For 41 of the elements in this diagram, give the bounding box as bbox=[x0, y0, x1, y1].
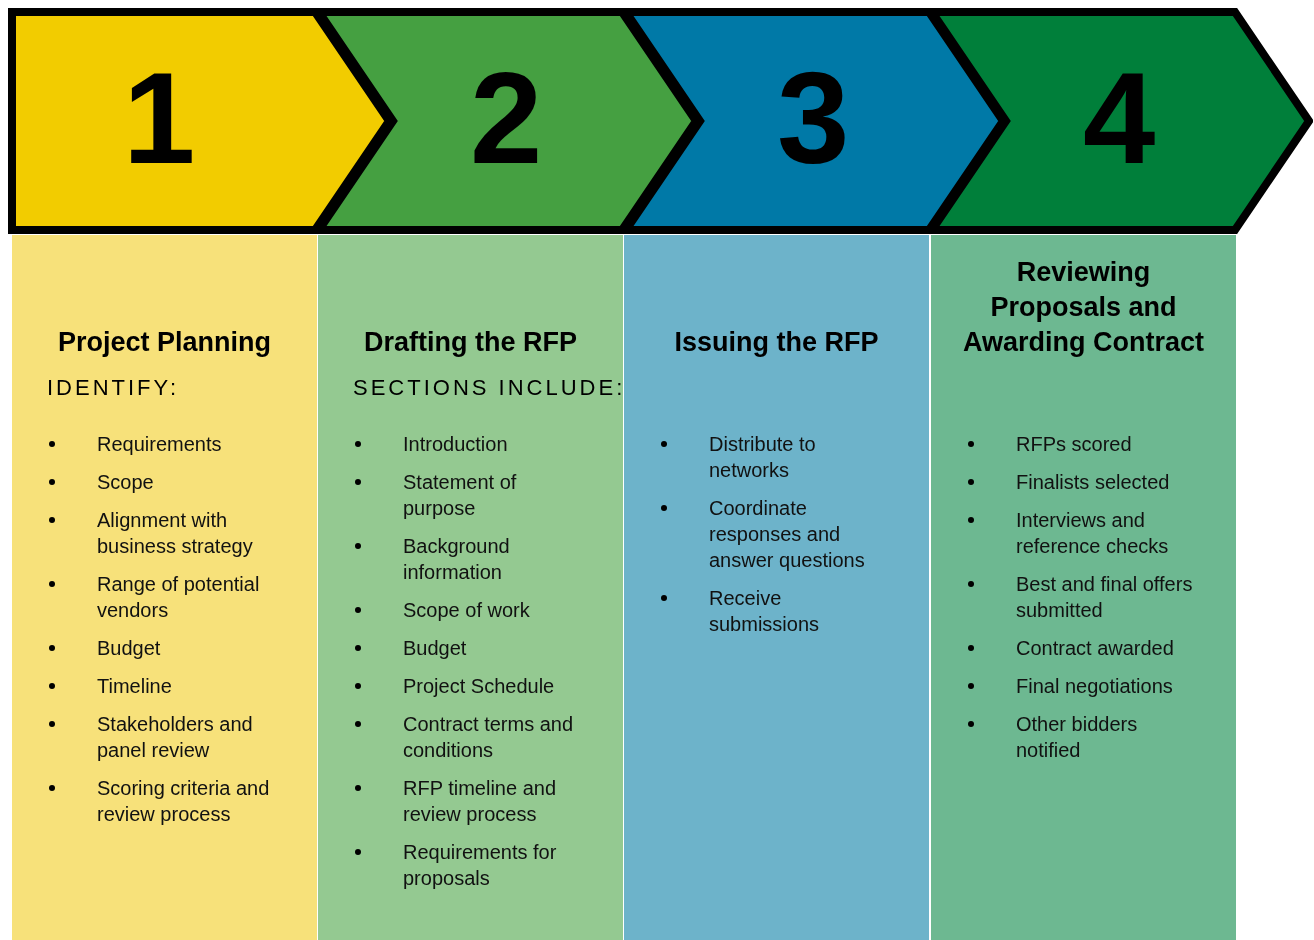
list-item-text: Scope of work bbox=[403, 598, 531, 623]
list-item-text: Timeline bbox=[97, 674, 173, 699]
list-item-text: RFPs scored bbox=[1016, 432, 1133, 457]
list-item-text: Range of potential vendors bbox=[97, 572, 261, 623]
list-item-text: Requirements for proposals bbox=[403, 840, 558, 891]
list-item-text: Contract awarded bbox=[1016, 636, 1175, 661]
step-number: 1 bbox=[123, 48, 196, 188]
list-item-text: Coordinate responses and answer questions bbox=[709, 496, 866, 573]
column-panel bbox=[931, 235, 1236, 940]
column-heading: Drafting the RFP bbox=[363, 326, 578, 359]
list-item-text: Alignment with business strategy bbox=[97, 508, 254, 559]
column-panel bbox=[624, 235, 929, 940]
column-heading: Reviewing Proposals and Awarding Contract bbox=[962, 256, 1205, 359]
list-item-text: Final negotiations bbox=[1016, 674, 1174, 699]
list-item-text: Best and final offers submitted bbox=[1016, 572, 1194, 623]
column-heading: Project Planning bbox=[56, 326, 272, 359]
list-item-text: Background information bbox=[403, 534, 511, 585]
list-item-text: Interviews and reference checks bbox=[1016, 508, 1170, 559]
list-item-text: Other bidders notified bbox=[1016, 712, 1139, 763]
list-item-text: Requirements bbox=[97, 432, 223, 457]
step-number: 2 bbox=[470, 48, 543, 188]
subheading: SECTIONS INCLUDE: bbox=[353, 375, 626, 401]
step-number: 4 bbox=[1083, 48, 1156, 188]
column-panel bbox=[318, 235, 623, 940]
list-item-text: Distribute to networks bbox=[709, 432, 817, 483]
list-item-text: Receive submissions bbox=[709, 586, 821, 637]
list-item-text: Stakeholders and panel review bbox=[97, 712, 254, 763]
list-item-text: Scoring criteria and review process bbox=[97, 776, 271, 827]
list-item-text: Project Schedule bbox=[403, 674, 556, 699]
step-number: 3 bbox=[777, 48, 850, 188]
list-item-text: RFP timeline and review process bbox=[403, 776, 558, 827]
list-item-text: Statement of purpose bbox=[403, 470, 518, 521]
list-item-text: Contract terms and conditions bbox=[403, 712, 575, 763]
column-heading: Issuing the RFP bbox=[673, 326, 880, 359]
list-item-text: Budget bbox=[97, 636, 162, 661]
column-panel bbox=[12, 235, 317, 940]
subheading: IDENTIFY: bbox=[47, 375, 180, 401]
list-item-text: Introduction bbox=[403, 432, 509, 457]
list-item-text: Scope bbox=[97, 470, 155, 495]
list-item-text: Finalists selected bbox=[1016, 470, 1171, 495]
list-item-text: Budget bbox=[403, 636, 468, 661]
